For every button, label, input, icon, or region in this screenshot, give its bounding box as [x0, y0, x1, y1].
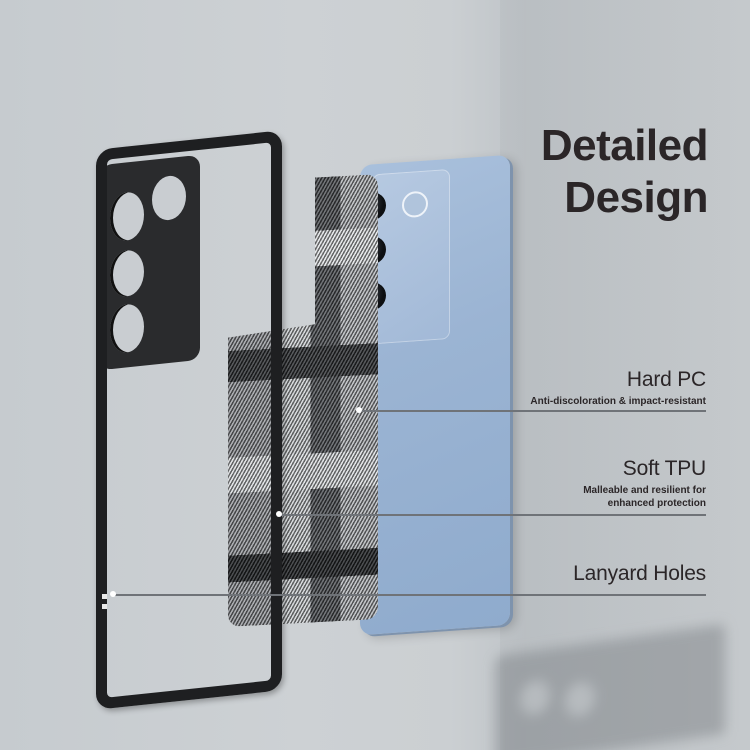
callout-line-soft-tpu — [278, 514, 706, 516]
feature-desc: Malleable and resilient for enhanced pro… — [583, 484, 706, 510]
callout-dot-soft-tpu — [276, 511, 282, 517]
flash-ring-icon — [402, 190, 428, 219]
shadow-hole — [520, 678, 550, 717]
title-line-1: Detailed — [540, 121, 709, 170]
feature-desc-line: enhanced protection — [607, 498, 706, 509]
callout-line-lanyard — [112, 594, 706, 596]
case-frame-illustration — [96, 130, 282, 710]
feature-desc: Anti-discoloration & impact-resistant — [530, 396, 706, 407]
lanyard-hole — [102, 604, 107, 609]
lanyard-hole — [102, 594, 107, 599]
shadow-hole — [565, 680, 595, 719]
callout-dot-lanyard — [110, 591, 116, 597]
feature-name: Hard PC — [626, 368, 706, 391]
feature-desc-line: Malleable and resilient for — [583, 485, 706, 496]
feature-hard-pc: Hard PC Anti-discoloration & impact-resi… — [530, 368, 706, 408]
page-title: Detailed Design — [540, 120, 709, 224]
feature-name: Lanyard Holes — [573, 562, 706, 585]
feature-soft-tpu: Soft TPU Malleable and resilient for enh… — [583, 457, 706, 510]
callout-dot-hard-pc — [356, 407, 362, 413]
feature-name: Soft TPU — [622, 457, 706, 480]
camera-island — [358, 168, 450, 345]
phone-illustration — [358, 154, 510, 636]
callout-line-hard-pc — [358, 410, 706, 412]
title-line-2: Design — [564, 173, 708, 222]
feature-lanyard-holes: Lanyard Holes — [573, 562, 706, 586]
background-shade — [500, 0, 750, 750]
case-frame — [96, 130, 282, 710]
